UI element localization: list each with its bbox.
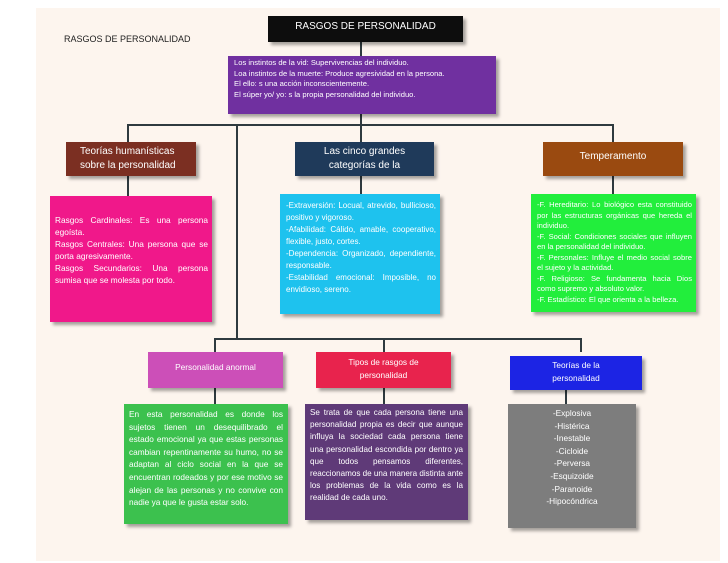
connector-top-bar — [127, 124, 612, 126]
connector-right-detail — [612, 176, 614, 194]
cinco-categorias-detail: -Extraversión: Locual, atrevido, bullici… — [280, 194, 440, 314]
list-item: -Paranoide — [551, 483, 593, 494]
tipos-rasgos-node: Tipos de rasgos de personalidad — [316, 352, 451, 388]
connector-bottom-drop-middle — [383, 338, 385, 352]
list-item: -Hipocóndrica — [546, 496, 598, 507]
connector-anormal-detail — [214, 388, 216, 404]
connector-bottom-left — [214, 338, 238, 340]
connector-long-drop — [236, 124, 238, 340]
connector-left-detail — [127, 176, 129, 196]
personalidad-anormal-detail: En esta personalidad es donde los sujeto… — [124, 404, 288, 524]
temperamento-detail: -F. Hereditario: Lo biológico esta const… — [531, 194, 696, 312]
connector-bottom-drop-right — [580, 338, 582, 352]
connector-tipos-detail — [383, 388, 385, 404]
connector-middle-detail — [360, 176, 362, 194]
cinco-categorias-node: Las cinco grandes categorías de la — [295, 142, 434, 176]
connector-drop-right — [612, 124, 614, 142]
personalidad-anormal-node: Personalidad anormal — [148, 352, 283, 388]
connector-intro-trunk — [360, 114, 362, 124]
list-item: -Perversa — [554, 458, 590, 469]
intro-box: Los instintos de la vid: Supervivencias … — [228, 56, 496, 114]
connector-bottom-drop-left — [214, 338, 216, 352]
tipos-rasgos-detail: Se trata de que cada persona tiene una p… — [305, 404, 468, 520]
list-item: -Esquizoide — [550, 470, 594, 481]
list-item: -Histérica — [554, 420, 590, 431]
page-label: RASGOS DE PERSONALIDAD — [64, 34, 191, 44]
connector-teorias-detail — [565, 390, 567, 404]
connector-bottom-bar — [236, 338, 582, 340]
diagram-title: RASGOS DE PERSONALIDAD — [268, 16, 463, 42]
teorias-personalidad-detail: -Explosiva -Histérica -Inestable -Cicloi… — [508, 404, 636, 528]
teorias-personalidad-node: Teorías de la personalidad — [510, 356, 642, 390]
list-item: -Inestable — [553, 433, 591, 444]
connector-drop-middle — [360, 124, 362, 142]
teorias-humanisticas-node: Teorías humanísticas sobre la personalid… — [66, 142, 196, 176]
teorias-humanisticas-detail: Rasgos Cardinales: Es una persona egoíst… — [50, 196, 212, 322]
list-item: -Explosiva — [552, 408, 592, 418]
temperamento-node: Temperamento — [543, 142, 683, 176]
connector-drop-left — [127, 124, 129, 142]
list-item: -Cicloide — [555, 445, 589, 456]
connector-title-intro — [360, 42, 362, 56]
